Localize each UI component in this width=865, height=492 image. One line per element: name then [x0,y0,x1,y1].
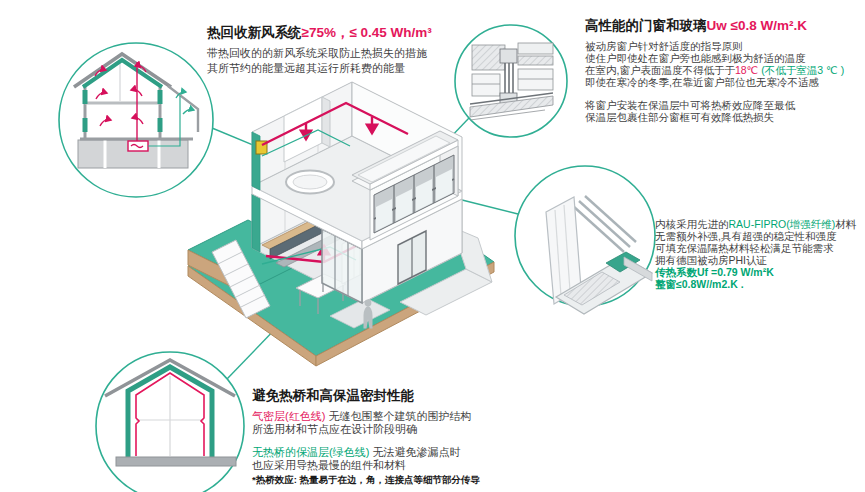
windows-line: 在室内,窗户表面温度不得低于于18℃ (不低于室温3 ℃ ) [585,65,844,77]
frame-line: 整窗≤0.8W//m2.K . [655,279,856,291]
windows-line: 保温层包裹住部分窗框可有效降低热损失 [585,112,844,124]
frame-line: 可填充保温隔热材料轻松满足节能需求 [655,243,856,255]
thermal-footnote: *热桥效应: 热量易于在边，角，连接点等细节部分传导 [252,474,480,487]
thermal-line: 也应采用导热最慢的组件和材料 [252,459,480,472]
ventilation-text-block: 热回收新风系统≥75%，≤ 0.45 Wh/m³ 带热回收的的新风系统采取防止热… [207,24,432,76]
frame-text-block: 内核采用先进的RAU-FIPRO(增强纤维)材料 无需额外补强,具有超强的稳定性… [655,219,856,290]
house-section-insulation-icon [96,352,244,492]
frame-line: 拥有德国被动房PHI认证 [655,255,856,267]
window-frame-profile-icon [515,166,655,314]
isometric-passive-house-cutaway [188,82,494,366]
windows-title: 高性能的门窗和玻璃Uw ≤0.8 W/m².K [585,17,844,35]
ventilation-line: 带热回收的的新风系统采取防止热损失的措施 [207,46,432,61]
thermal-text-block: 避免热桥和高保温密封性能 气密层(红色线) 无缝包围整个建筑的围护结构 所选用材… [252,387,480,487]
window-installation-cad-icon [455,25,567,137]
house-section-ventilation-icon [59,43,213,197]
windows-text-block: 高性能的门窗和玻璃Uw ≤0.8 W/m².K 被动房窗户针对舒适度的指导原则 … [585,17,844,123]
ventilation-title: 热回收新风系统≥75%，≤ 0.45 Wh/m³ [207,24,432,42]
windows-line: 将窗户安装在保温层中可将热桥效应降至最低 [585,100,844,112]
thermal-line: 气密层(红色线) 无缝包围整个建筑的围护结构 [252,410,480,423]
windows-line: 即使在寒冷的冬季,在靠近窗户部位也无寒冷不适感 [585,77,844,89]
ventilation-line: 其所节约的能量远超其运行所耗费的能量 [207,61,432,76]
thermal-line: 所选用材和节点应在设计阶段明确 [252,423,480,436]
thermal-line: 无热桥的保温层(绿色线) 无法避免渗漏点时 [252,446,480,459]
thermal-title: 避免热桥和高保温密封性能 [252,387,480,405]
frame-line: 传热系数Uf =0.79 W/m²K [655,267,856,279]
